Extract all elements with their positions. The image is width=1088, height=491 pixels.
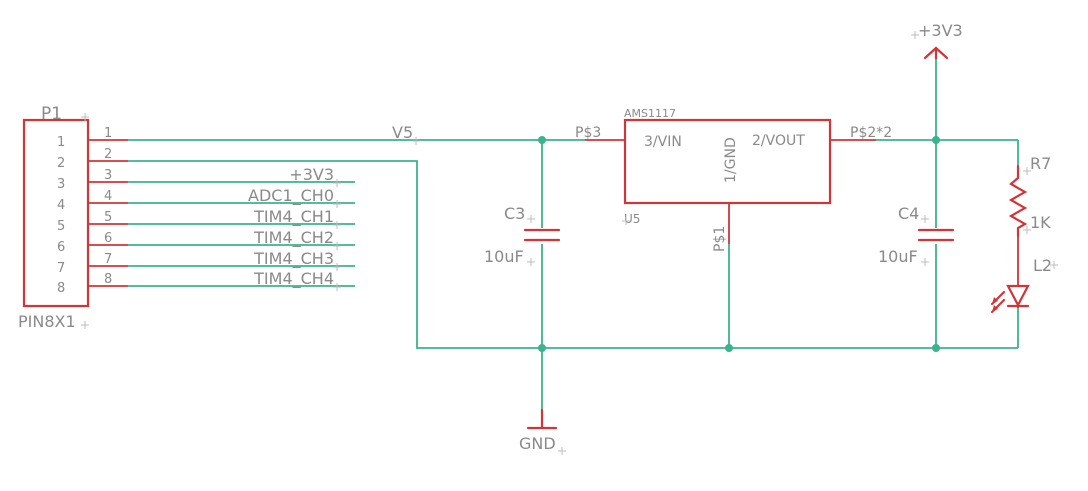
junctions xyxy=(538,136,940,352)
net-label-v5: V5 xyxy=(392,123,413,142)
wires xyxy=(128,58,1019,410)
led-emission-icon xyxy=(990,290,1006,314)
pin-number: 1 xyxy=(104,126,112,141)
led-l2[interactable]: L2 xyxy=(990,236,1058,314)
r7-zigzag xyxy=(1008,164,1028,238)
c4-name: C4 xyxy=(898,204,919,223)
pin-number: 7 xyxy=(104,252,112,267)
r7-value: 1K xyxy=(1030,213,1051,232)
connector-name: P1 xyxy=(41,104,62,124)
wire-gnd-rail xyxy=(128,160,1018,349)
regulator-body xyxy=(623,118,832,205)
net-labels: V5 +3V3 ADC1_CH0 TIM4_CH1 TIM4_CH2 TIM4_… xyxy=(248,123,420,291)
c3-name: C3 xyxy=(504,204,525,223)
capacitor-c3[interactable]: C3 10uF xyxy=(484,204,561,266)
net-label-pin3: +3V3 xyxy=(289,165,334,184)
connector-p1[interactable]: P1 PIN8X1 1 2 3 4 5 6 7 8 1 2 3 4 5 6 7 … xyxy=(18,104,128,331)
junction-dot xyxy=(538,344,546,352)
c4-value: 10uF xyxy=(878,247,918,266)
pin-number: 2 xyxy=(57,156,65,171)
ground-label: GND xyxy=(519,434,556,453)
net-label-pin5: TIM4_CH1 xyxy=(253,207,334,227)
junction-dot xyxy=(932,344,940,352)
supply-3v3[interactable]: +3V3 xyxy=(911,21,963,60)
regulator-u5[interactable]: AMS1117 U5 3/VIN 2/VOUT 1/GND P$3 P$2*2 … xyxy=(575,107,892,252)
pin-number: 6 xyxy=(104,231,112,246)
net-label-pin4: ADC1_CH0 xyxy=(248,186,334,206)
capacitor-c4[interactable]: C4 10uF xyxy=(878,204,955,266)
junction-dot xyxy=(725,344,733,352)
net-label-pin6: TIM4_CH2 xyxy=(253,228,334,248)
regulator-pad-vout: P$2*2 xyxy=(850,125,892,141)
pin-number: 8 xyxy=(104,272,112,287)
pin-number: 6 xyxy=(57,240,65,255)
regulator-pad-vin: P$3 xyxy=(575,125,601,141)
supply-label: +3V3 xyxy=(918,21,963,40)
regulator-pin-vout: 2/VOUT xyxy=(752,133,805,149)
pin-number: 4 xyxy=(57,198,65,213)
regulator-part: AMS1117 xyxy=(624,107,676,120)
regulator-pin-vin: 3/VIN xyxy=(644,134,682,150)
resistor-r7[interactable]: R7 1K xyxy=(1008,154,1051,238)
connector-pin-numbers-outside: 1 2 3 4 5 6 7 8 xyxy=(104,126,112,287)
connector-body xyxy=(22,118,90,308)
net-label-pin8: TIM4_CH4 xyxy=(253,269,334,289)
c3-value: 10uF xyxy=(484,247,524,266)
pin-number: 8 xyxy=(57,281,65,296)
pin-number: 1 xyxy=(57,135,65,150)
pin-number: 7 xyxy=(57,261,65,276)
led-triangle xyxy=(1006,284,1030,308)
junction-dot xyxy=(538,136,546,144)
junction-dot xyxy=(932,136,940,144)
connector-pin-stubs xyxy=(88,139,128,287)
pin-number: 2 xyxy=(104,147,112,162)
pin-number: 5 xyxy=(104,210,112,225)
ground-symbol[interactable]: GND xyxy=(519,408,566,455)
r7-name: R7 xyxy=(1030,154,1051,173)
regulator-pin-gnd: 1/GND xyxy=(723,137,739,183)
net-label-pin7: TIM4_CH3 xyxy=(253,249,334,269)
pin-number: 3 xyxy=(57,177,65,192)
regulator-pad-gnd: P$1 xyxy=(712,226,728,252)
pin-number: 3 xyxy=(104,168,112,183)
pin-number: 5 xyxy=(57,219,65,234)
connector-pin-numbers-inside: 1 2 3 4 5 6 7 8 xyxy=(57,135,65,296)
pin-number: 4 xyxy=(104,189,112,204)
connector-value: PIN8X1 xyxy=(18,312,76,331)
led-name: L2 xyxy=(1033,256,1052,275)
regulator-name: U5 xyxy=(624,212,640,226)
